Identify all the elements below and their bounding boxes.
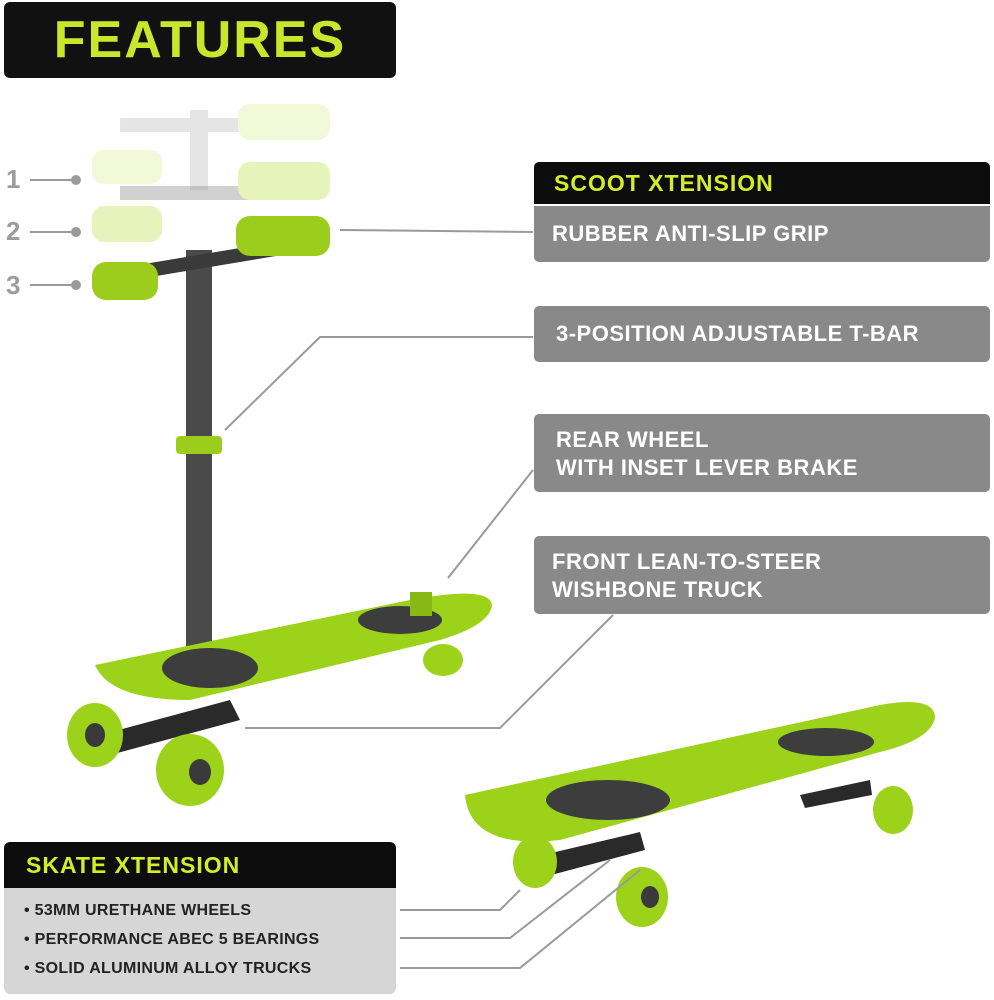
- features-title: FEATURES: [4, 2, 396, 78]
- position-label-1: 1: [6, 164, 21, 194]
- callout-front-truck-line2: WISHBONE TRUCK: [552, 577, 764, 602]
- callout-adjustable-tbar: 3-POSITION ADJUSTABLE T-BAR: [534, 306, 990, 362]
- callout-rear-wheel: REAR WHEEL WITH INSET LEVER BRAKE: [534, 414, 990, 492]
- callout-front-truck: FRONT LEAN-TO-STEER WISHBONE TRUCK: [534, 536, 990, 614]
- tbar-ghost-position-1: [92, 104, 330, 190]
- callout-front-truck-line1: FRONT LEAN-TO-STEER: [552, 549, 822, 574]
- skate-xtension-header: SKATE XTENSION: [4, 842, 396, 888]
- skate-item-bearings: • PERFORMANCE ABEC 5 BEARINGS: [24, 931, 320, 948]
- scooter-front-truck: [67, 644, 463, 806]
- tbar-active: [92, 216, 330, 680]
- leader-lines: [30, 179, 641, 969]
- scoot-xtension-header: SCOOT XTENSION: [534, 162, 990, 204]
- scooter-deck: [95, 592, 492, 700]
- callout-rear-wheel-line2: WITH INSET LEVER BRAKE: [556, 455, 858, 480]
- tbar-ghost-position-2: [92, 162, 330, 242]
- position-label-3: 3: [6, 270, 21, 300]
- skate-item-wheels: • 53MM URETHANE WHEELS: [24, 902, 252, 919]
- callout-rear-wheel-line1: REAR WHEEL: [556, 427, 709, 452]
- skate-feature-list: • 53MM URETHANE WHEELS • PERFORMANCE ABE…: [4, 888, 396, 994]
- skateboard: [465, 701, 935, 927]
- callout-anti-slip-grip: RUBBER ANTI-SLIP GRIP: [534, 206, 990, 262]
- position-label-2: 2: [6, 216, 21, 246]
- position-dots: [71, 175, 81, 290]
- skate-item-trucks: • SOLID ALUMINUM ALLOY TRUCKS: [24, 960, 312, 977]
